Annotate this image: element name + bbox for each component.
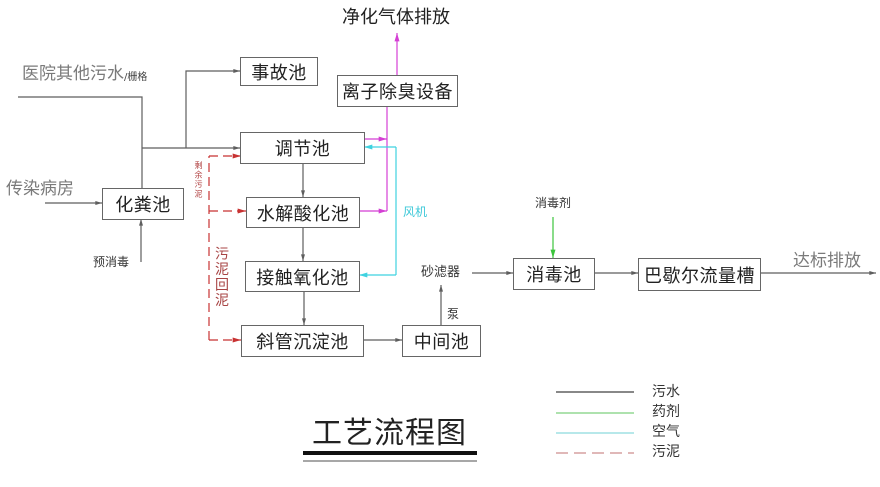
label-hospital-other-sewage: 医院其他污水	[22, 64, 124, 84]
unit-label: 巴歇尔流量槽	[644, 265, 755, 287]
legend-label-chemical: 药剂	[652, 404, 680, 420]
unit-septic-tank: 化粪池	[102, 188, 184, 220]
diagram-title: 工艺流程图	[312, 416, 467, 451]
label-sand-filter: 砂滤器	[421, 265, 461, 280]
unit-inclined-tube-sedimentation-pool: 斜管沉淀池	[241, 325, 364, 357]
unit-hydrolysis-acidification-pool: 水解酸化池	[246, 197, 360, 228]
label-pump: 泵	[447, 307, 460, 321]
unit-label: 事故池	[251, 62, 307, 84]
label-compliant-discharge: 达标排放	[793, 251, 861, 271]
unit-label: 化粪池	[115, 195, 171, 216]
unit-disinfection-pool: 消毒池	[513, 258, 595, 290]
unit-label: 接触氧化池	[256, 267, 349, 289]
flow-line-to-accident-pool	[185, 69, 240, 148]
unit-contact-oxidation-pool: 接触氧化池	[245, 261, 360, 292]
unit-label: 水解酸化池	[256, 203, 350, 225]
label-blower: 风机	[403, 205, 428, 219]
unit-label: 离子除臭设备	[342, 82, 453, 103]
flow-line-hospital-sewage-inlet	[18, 96, 143, 188]
unit-parshall-flume: 巴歇尔流量槽	[638, 258, 761, 291]
unit-intermediate-pool: 中间池	[402, 325, 481, 357]
unit-label: 斜管沉淀池	[256, 332, 349, 353]
label-disinfectant: 消毒剂	[535, 196, 572, 210]
label-infectious-ward: 传染病房	[6, 179, 74, 199]
label-grille: /栅格	[124, 72, 148, 83]
unit-label: 中间池	[413, 332, 470, 353]
legend-label-air: 空气	[652, 424, 680, 440]
unit-accident-pool: 事故池	[240, 57, 318, 86]
label-pre-disinfection: 预消毒	[93, 255, 130, 269]
unit-label: 消毒池	[526, 265, 582, 286]
label-excess-sludge: 剩余污泥	[194, 161, 203, 199]
title-underline-thick	[303, 451, 477, 455]
legend-label-sewage: 污水	[652, 384, 680, 400]
label-sludge-return: 污泥回泥	[213, 246, 229, 308]
unit-label: 调节池	[274, 139, 331, 160]
label-purified-gas-discharge: 净化气体排放	[342, 7, 450, 28]
unit-regulating-pool: 调节池	[240, 132, 365, 164]
legend-label-sludge: 污泥	[652, 444, 680, 460]
unit-ion-deodorizer: 离子除臭设备	[337, 75, 458, 107]
